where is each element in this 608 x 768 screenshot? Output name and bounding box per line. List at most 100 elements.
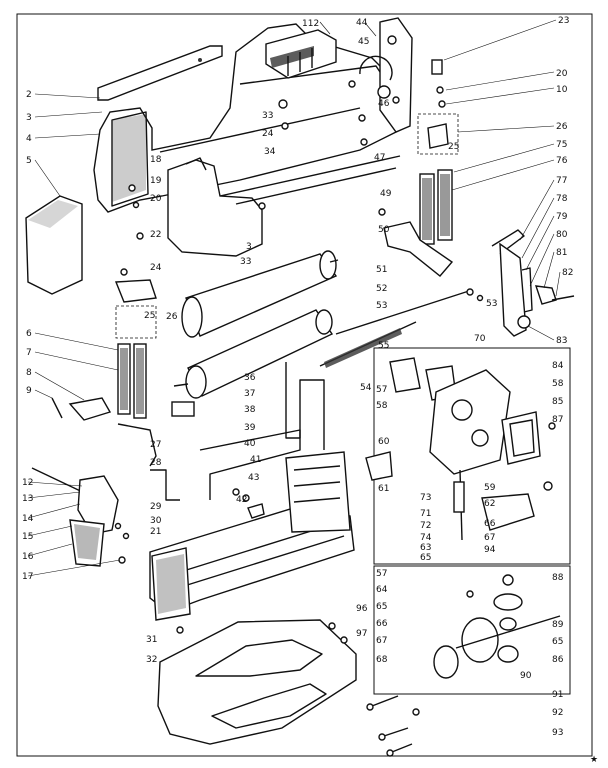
label-19: 19	[150, 176, 162, 186]
part-small-screws-mid	[232, 488, 265, 519]
label-65b: 65	[376, 602, 387, 612]
leader-lines	[27, 19, 561, 577]
label-14: 14	[22, 514, 34, 524]
label-74: 74	[420, 533, 432, 543]
label-67b: 67	[376, 636, 387, 646]
label-92: 92	[552, 708, 563, 718]
label-22: 22	[150, 230, 161, 240]
part-gear-train	[433, 574, 561, 679]
label-80: 80	[556, 230, 568, 240]
label-84: 84	[552, 361, 564, 371]
label-21: 21	[150, 527, 161, 537]
label-3: 3	[26, 113, 32, 123]
label-73: 73	[420, 493, 431, 503]
part-top-strip	[97, 45, 223, 101]
label-34: 34	[264, 147, 276, 157]
label-37: 37	[244, 389, 255, 399]
label-47: 47	[374, 153, 385, 163]
label-17: 17	[22, 572, 33, 582]
label-77: 77	[556, 176, 567, 186]
part-left-bracket	[31, 467, 130, 567]
label-39: 39	[244, 423, 256, 433]
label-89: 89	[552, 620, 564, 630]
label-57b: 57	[376, 569, 387, 579]
label-30: 30	[150, 516, 162, 526]
page-frame	[16, 13, 593, 757]
label-40: 40	[244, 439, 256, 449]
label-32: 32	[146, 655, 157, 665]
label-88: 88	[552, 573, 564, 583]
part-labels: 23 112 44 20 10 45 46 2 3 4 33 24 34 47 …	[22, 16, 598, 765]
label-94: 94	[484, 545, 496, 555]
label-41: 41	[250, 455, 261, 465]
label-57: 57	[376, 385, 387, 395]
label-58: 58	[376, 401, 388, 411]
part-base-frame	[149, 451, 355, 634]
label-29: 29	[150, 502, 162, 512]
part-spool-holder	[265, 29, 337, 79]
part-gear-housing	[365, 357, 556, 541]
label-5: 5	[26, 156, 32, 166]
part-right-arm	[359, 17, 413, 133]
label-24b: 24	[150, 263, 162, 273]
label-112: 112	[302, 19, 319, 29]
part-side-cover	[25, 195, 83, 295]
label-91: 91	[552, 690, 563, 700]
part-front-cover	[167, 155, 401, 257]
label-51: 51	[376, 265, 387, 275]
label-4: 4	[26, 134, 32, 144]
part-top-right-clip	[431, 59, 446, 108]
label-12: 12	[22, 478, 33, 488]
label-82: 82	[562, 268, 573, 278]
label-83: 83	[556, 336, 567, 346]
label-86: 86	[552, 655, 564, 665]
label-15: 15	[22, 532, 33, 542]
label-33b: 33	[240, 257, 251, 267]
label-53: 53	[376, 301, 387, 311]
label-27: 27	[150, 440, 161, 450]
label-75: 75	[556, 140, 567, 150]
label-81: 81	[556, 248, 567, 258]
label-68: 68	[376, 655, 388, 665]
label-10: 10	[556, 85, 568, 95]
label-55: 55	[378, 341, 389, 351]
label-71: 71	[420, 509, 431, 519]
label-72: 72	[420, 521, 431, 531]
label-96: 96	[356, 604, 368, 614]
part-right-tension	[417, 113, 459, 245]
part-left-screws	[120, 184, 144, 276]
label-61: 61	[378, 484, 389, 494]
label-64: 64	[376, 585, 388, 595]
label-66a: 66	[484, 519, 496, 529]
part-wire-frame	[150, 362, 325, 501]
label-20b: 20	[150, 194, 162, 204]
part-roller-lower	[173, 309, 334, 399]
label-85: 85	[552, 397, 563, 407]
inset-box-lower	[373, 565, 571, 695]
label-65a: 65	[420, 553, 431, 563]
label-79: 79	[556, 212, 568, 222]
label-28: 28	[150, 458, 162, 468]
label-60: 60	[378, 437, 390, 447]
label-93: 93	[552, 728, 563, 738]
label-33: 33	[262, 111, 273, 121]
label-65c: 65	[552, 637, 563, 647]
label-star: ★	[590, 755, 598, 765]
label-49: 49	[380, 189, 392, 199]
label-7: 7	[26, 348, 32, 358]
label-6: 6	[26, 329, 32, 339]
label-38: 38	[244, 405, 256, 415]
label-67: 67	[484, 533, 495, 543]
label-78: 78	[556, 194, 568, 204]
part-right-lever	[491, 229, 575, 337]
part-long-rods	[319, 288, 484, 368]
label-18: 18	[150, 155, 162, 165]
label-43: 43	[248, 473, 259, 483]
label-70: 70	[474, 334, 486, 344]
label-25b: 25	[144, 311, 155, 321]
part-small-top	[278, 80, 368, 146]
label-66b: 66	[376, 619, 388, 629]
label-16: 16	[22, 552, 34, 562]
label-8: 8	[26, 368, 32, 378]
